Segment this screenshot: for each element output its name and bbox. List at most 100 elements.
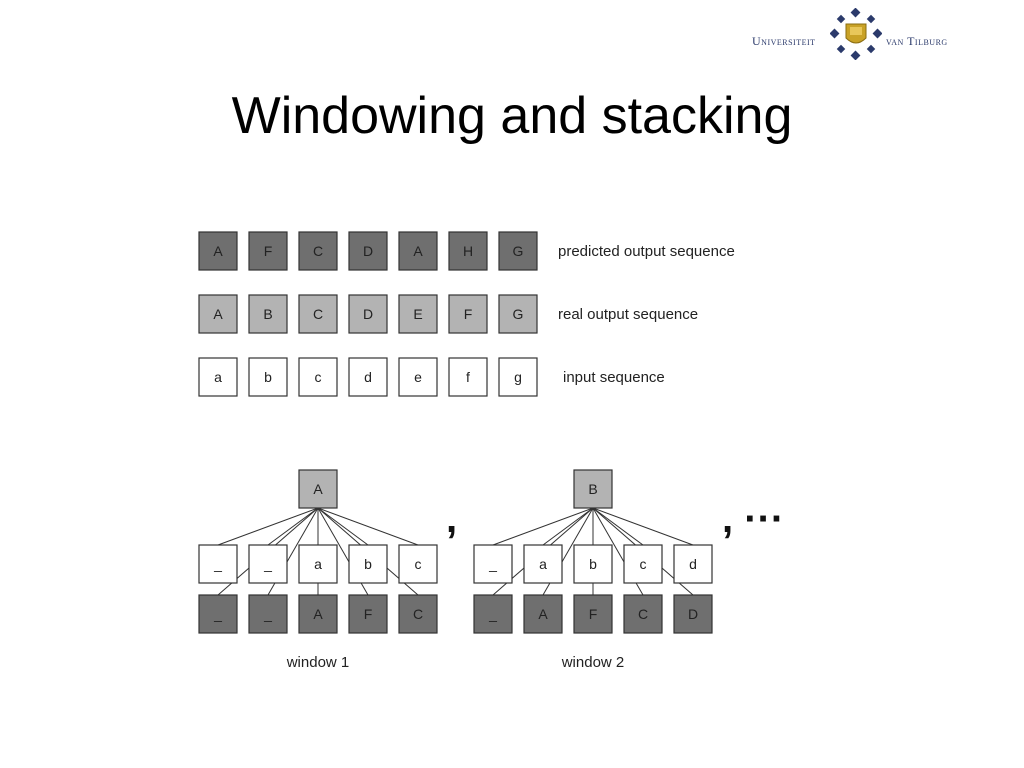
seq-0-cell-4: A: [398, 231, 438, 271]
seq-1-cell-2-label: C: [313, 306, 323, 322]
window-1-pred-3: F: [348, 594, 388, 634]
window-2-input-4-box: [673, 544, 713, 584]
sequence-label-0: predicted output sequence: [558, 243, 735, 260]
seq-2-cell-6: g: [498, 357, 538, 397]
window-2-input-link-0: [492, 507, 594, 546]
window-2-input-4: d: [673, 544, 713, 584]
seq-0-cell-2: C: [298, 231, 338, 271]
window-2-pred-1-label: A: [538, 606, 548, 622]
seq-0-cell-1-label: F: [264, 243, 273, 259]
seq-2-cell-6-box: [498, 357, 538, 397]
seq-0-cell-3-box: [348, 231, 388, 271]
seq-2-cell-1-label: b: [264, 369, 272, 385]
window-1-pred-0-box: [198, 594, 238, 634]
seq-0-cell-2-label: C: [313, 243, 323, 259]
seq-2-cell-3-label: d: [364, 369, 372, 385]
logo-emblem-icon: [830, 8, 882, 60]
window-1-input-2-box: [298, 544, 338, 584]
window-1-pred-1-box: [248, 594, 288, 634]
window-1-pred-4-box: [398, 594, 438, 634]
window-1-input-link-0: [217, 507, 319, 546]
window-1-pred-1-label: _: [263, 606, 272, 622]
window-2-input-1: a: [523, 544, 563, 584]
window-2-target-box: [573, 469, 613, 509]
seq-2-cell-4-box: [398, 357, 438, 397]
window-2-input-3-label: c: [640, 556, 647, 572]
window-2-pred-2-box: [573, 594, 613, 634]
window-1-label: window 1: [286, 654, 350, 671]
seq-2-cell-1-box: [248, 357, 288, 397]
window-2-target: B: [573, 469, 613, 509]
window-2-pred-0-label: _: [488, 606, 497, 622]
separator-comma-1: ,: [446, 497, 457, 541]
seq-2-cell-0-box: [198, 357, 238, 397]
window-2-input-1-box: [523, 544, 563, 584]
sequence-label-2: input sequence: [563, 369, 665, 386]
sequence-label-1: real output sequence: [558, 306, 698, 323]
seq-0-cell-1-box: [248, 231, 288, 271]
seq-1-cell-2-box: [298, 294, 338, 334]
seq-0-cell-5-label: H: [463, 243, 473, 259]
seq-1-cell-0-box: [198, 294, 238, 334]
window-1-input-1-box: [248, 544, 288, 584]
seq-1-cell-1-label: B: [263, 306, 272, 322]
window-1-pred-3-label: F: [364, 606, 373, 622]
seq-2-cell-3-box: [348, 357, 388, 397]
seq-0-cell-2-box: [298, 231, 338, 271]
window-1-input-4-box: [398, 544, 438, 584]
window-2-input-link-4: [592, 507, 694, 546]
seq-2-cell-2-label: c: [315, 369, 322, 385]
seq-1-cell-1: B: [248, 294, 288, 334]
window-2-pred-3-label: C: [638, 606, 648, 622]
window-2-input-0: _: [473, 544, 513, 584]
window-2-input-4-label: d: [689, 556, 697, 572]
window-1-target-label: A: [313, 481, 323, 497]
seq-0-cell-1: F: [248, 231, 288, 271]
window-1-pred-2-box: [298, 594, 338, 634]
window-2-input-0-box: [473, 544, 513, 584]
window-1-input-3-box: [348, 544, 388, 584]
seq-2-cell-0: a: [198, 357, 238, 397]
seq-2-cell-2-box: [298, 357, 338, 397]
seq-1-cell-6-box: [498, 294, 538, 334]
window-1-pred-4-label: C: [413, 606, 423, 622]
window-2-input-link-3: [592, 507, 644, 546]
window-2-pred-4-label: D: [688, 606, 698, 622]
seq-1-cell-3-box: [348, 294, 388, 334]
window-2-pred-3-box: [623, 594, 663, 634]
window-2-pred-2: F: [573, 594, 613, 634]
window-1-pred-2: A: [298, 594, 338, 634]
seq-1-cell-3: D: [348, 294, 388, 334]
window-2-pred-4-box: [673, 594, 713, 634]
window-2-input-2-label: b: [589, 556, 597, 572]
window-1-input-3: b: [348, 544, 388, 584]
window-2-input-link-1: [542, 507, 594, 546]
seq-2-cell-2: c: [298, 357, 338, 397]
seq-2-cell-5: f: [448, 357, 488, 397]
window-1-target: A: [298, 469, 338, 509]
window-2-input-3: c: [623, 544, 663, 584]
seq-0-cell-0-label: A: [213, 243, 223, 259]
seq-1-cell-4-box: [398, 294, 438, 334]
seq-1-cell-0: A: [198, 294, 238, 334]
window-1-input-4-label: c: [415, 556, 422, 572]
seq-1-cell-3-label: D: [363, 306, 373, 322]
seq-0-cell-6-box: [498, 231, 538, 271]
window-1-pred-0-label: _: [213, 606, 222, 622]
window-1-pred-3-box: [348, 594, 388, 634]
seq-1-cell-4-label: E: [413, 306, 422, 322]
seq-2-cell-1: b: [248, 357, 288, 397]
seq-1-cell-6: G: [498, 294, 538, 334]
seq-0-cell-3: D: [348, 231, 388, 271]
window-2-input-2-box: [573, 544, 613, 584]
seq-2-cell-4-label: e: [414, 369, 422, 385]
window-2-pred-1: A: [523, 594, 563, 634]
window-1-input-0: _: [198, 544, 238, 584]
window-1-pred-1: _: [248, 594, 288, 634]
window-1-input-0-box: [198, 544, 238, 584]
seq-0-cell-6: G: [498, 231, 538, 271]
window-2-pred-3: C: [623, 594, 663, 634]
window-1-input-link-1: [267, 507, 319, 546]
seq-2-cell-6-label: g: [514, 369, 522, 385]
